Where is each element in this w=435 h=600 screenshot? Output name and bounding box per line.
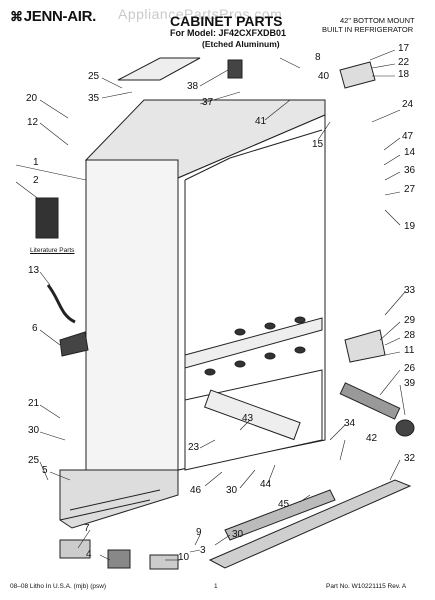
callout-5[interactable]: 5	[42, 465, 48, 476]
callout-36[interactable]: 36	[404, 165, 416, 176]
callout-32[interactable]: 32	[404, 453, 416, 464]
callout-4[interactable]: 4	[86, 549, 92, 560]
callout-35[interactable]: 35	[88, 93, 100, 104]
callout-25[interactable]: 25	[88, 71, 100, 82]
callout-15[interactable]: 15	[312, 139, 324, 150]
callout-13[interactable]: 13	[28, 265, 40, 276]
footer-page-number: 1	[214, 583, 218, 590]
callout-1[interactable]: 1	[33, 157, 39, 168]
callout-47[interactable]: 47	[402, 131, 414, 142]
callout-8[interactable]: 8	[315, 52, 321, 63]
hinge-bracket	[339, 61, 376, 89]
callout-29[interactable]: 29	[404, 315, 416, 326]
callout-12[interactable]: 12	[27, 117, 39, 128]
callout-6[interactable]: 6	[32, 323, 38, 334]
callout-27[interactable]: 27	[404, 184, 416, 195]
callout-21[interactable]: 21	[28, 398, 40, 409]
callout-42[interactable]: 42	[366, 433, 378, 444]
literature-pack	[35, 197, 59, 239]
footer-part-number: Part No. W10221115 Rev. A	[326, 583, 407, 590]
callout-20[interactable]: 20	[26, 93, 38, 104]
callout-45[interactable]: 45	[278, 499, 290, 510]
model-line: For Model: JF42CXFXDB01	[170, 28, 287, 38]
callout-2[interactable]: 2	[33, 175, 39, 186]
callout-37[interactable]: 37	[202, 97, 214, 108]
callout-25-lower[interactable]: 25	[28, 455, 40, 466]
callout-14[interactable]: 14	[404, 147, 416, 158]
toe-grille	[224, 489, 336, 541]
footer-litho: 08–08 Litho In U.S.A. (mjb) (psw)	[10, 583, 107, 590]
brand-logo: ⌘JENN-AIR.	[10, 8, 97, 25]
kick-plate	[208, 479, 412, 569]
callout-23[interactable]: 23	[188, 442, 200, 453]
mount-type-line1: 42" BOTTOM MOUNT	[340, 16, 415, 25]
callout-30-mid[interactable]: 30	[226, 485, 238, 496]
page-title: CABINET PARTS	[170, 13, 283, 29]
literature-parts-label: Literature Parts	[30, 247, 75, 254]
callout-11[interactable]: 11	[404, 345, 415, 356]
callout-39[interactable]: 39	[404, 378, 416, 389]
cabinet-front	[85, 159, 179, 491]
callout-28[interactable]: 28	[404, 330, 416, 341]
callout-46[interactable]: 46	[190, 485, 202, 496]
roller-assembly	[339, 382, 401, 420]
callout-44[interactable]: 44	[260, 479, 272, 490]
callout-18[interactable]: 18	[398, 69, 410, 80]
callout-43[interactable]: 43	[242, 413, 254, 424]
callout-33[interactable]: 33	[404, 285, 416, 296]
watermark: AppliancePartsPros.com	[118, 6, 283, 22]
callout-3[interactable]: 3	[200, 545, 206, 556]
callout-7[interactable]: 7	[84, 523, 90, 534]
callout-30[interactable]: 30	[28, 425, 40, 436]
callout-38[interactable]: 38	[187, 81, 199, 92]
callout-9[interactable]: 9	[196, 527, 202, 538]
water-tube	[46, 284, 76, 324]
callout-40[interactable]: 40	[318, 71, 330, 82]
door-bracket	[344, 329, 386, 363]
finish-line: (Etched Aluminum)	[202, 39, 280, 49]
top-panel	[117, 57, 201, 81]
callout-10[interactable]: 10	[178, 552, 190, 563]
callout-34[interactable]: 34	[344, 418, 356, 429]
callout-24[interactable]: 24	[402, 99, 414, 110]
lower-hinge	[59, 331, 89, 357]
callout-17[interactable]: 17	[398, 43, 410, 54]
callout-30-bottom[interactable]: 30	[232, 529, 244, 540]
top-bracket	[227, 59, 243, 79]
callout-26[interactable]: 26	[404, 363, 416, 374]
callout-22[interactable]: 22	[398, 57, 410, 68]
callout-41[interactable]: 41	[255, 116, 267, 127]
callout-19[interactable]: 19	[404, 221, 416, 232]
mount-type-line2: BUILT IN REFRIGERATOR	[322, 25, 414, 34]
center-mullion	[184, 317, 323, 369]
